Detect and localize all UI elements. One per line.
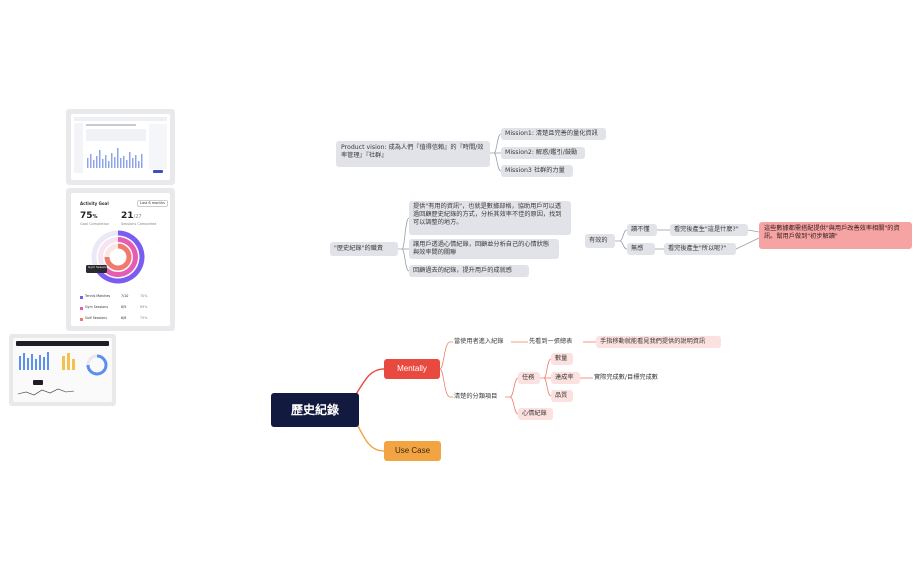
row-pct: 75% bbox=[140, 316, 148, 320]
mentally-node[interactable]: Mentally bbox=[384, 359, 440, 379]
dashboard-card bbox=[71, 114, 170, 180]
dark-dashboard-card bbox=[13, 338, 112, 402]
row-pct: 89% bbox=[140, 305, 148, 309]
ring-tennis bbox=[95, 230, 145, 284]
row-name: Gym Sessions bbox=[85, 305, 109, 309]
ring-gym bbox=[100, 237, 138, 277]
sessions-label: Sessions Completed bbox=[121, 222, 157, 226]
row-name: Golf Sessions bbox=[85, 316, 107, 320]
activity-title: Activity Goal bbox=[80, 201, 109, 206]
duty-node[interactable]: "歷史紀錄"的職責 bbox=[330, 242, 398, 256]
legend-swatch bbox=[80, 306, 83, 310]
yellow-bar-chart bbox=[62, 353, 75, 370]
row-count: 7/10 bbox=[121, 294, 129, 298]
tooltip-label: Gym Sessions bbox=[88, 265, 109, 269]
quality-node[interactable]: 品質 bbox=[551, 390, 573, 402]
line-chart bbox=[18, 388, 75, 396]
goal-pct-value: 75 bbox=[80, 211, 93, 221]
activity-goal-thumbnail[interactable]: Activity Goal Last 6 months 75% Goal Com… bbox=[66, 188, 175, 331]
dashboard-topbar bbox=[74, 117, 167, 121]
no-feeling-node[interactable]: 無感 bbox=[627, 243, 655, 255]
branch-enter-record[interactable]: 當使用者進入紀錄 bbox=[453, 338, 505, 346]
cannot-read-node[interactable]: 讀不懂 bbox=[627, 224, 657, 236]
donut-chart bbox=[86, 354, 108, 376]
dashboard-stats bbox=[86, 129, 146, 141]
legend-swatch bbox=[80, 317, 83, 321]
row-count: 8/9 bbox=[121, 305, 127, 309]
goal-pct-unit: % bbox=[92, 214, 98, 220]
row-pct: 70% bbox=[140, 294, 148, 298]
branch-summary-table[interactable]: 先看到一張總表 bbox=[528, 338, 574, 346]
row-count: 6/8 bbox=[121, 316, 127, 320]
product-vision-node[interactable]: Product vision: 成為人們『值得信賴』的『時間/效率管理』『社群』 bbox=[336, 141, 490, 167]
dark-dashboard-thumbnail[interactable] bbox=[9, 334, 116, 406]
activity-row: Tennis Matches 7/10 70% bbox=[80, 294, 161, 302]
use-case-node[interactable]: Use Case bbox=[384, 441, 441, 461]
dashboard-thumbnail[interactable] bbox=[66, 109, 175, 185]
duty-item-achievement[interactable]: 回顧過去的紀錄，提升用戶的成就感 bbox=[409, 265, 529, 277]
goal-pct-label: Goal Completion bbox=[80, 222, 110, 226]
duty-item-useful-info[interactable]: 提供"有用的資訊"，也就是數據部格，協助用戶可以透過回顧歷史紀錄的方式，分析其效… bbox=[409, 201, 571, 235]
cannot-read-question[interactable]: 看完後產生"這是什麼?" bbox=[670, 224, 748, 236]
dashboard-heading bbox=[86, 124, 136, 126]
radial-progress-chart bbox=[91, 230, 145, 284]
mission1-node[interactable]: Mission1: 清楚且完善的量化資訊 bbox=[501, 128, 606, 140]
dashboard-bar-chart bbox=[87, 148, 143, 168]
dashboard-side-panel bbox=[149, 124, 167, 169]
dark-topbar bbox=[16, 341, 109, 346]
effective-node[interactable]: 有效的 bbox=[585, 234, 615, 248]
row-name: Tennis Matches bbox=[85, 294, 111, 298]
branch-clear-categories[interactable]: 清楚的分類項目 bbox=[453, 393, 499, 401]
completion-rate-node[interactable]: 達成率 bbox=[551, 372, 580, 384]
task-node[interactable]: 任務 bbox=[518, 372, 540, 384]
branch-finger-move-info[interactable]: 手指移動就能看見我們提供的說明資訊 bbox=[596, 336, 721, 348]
activity-row: Golf Sessions 6/8 75% bbox=[80, 316, 161, 324]
sessions-total: /27 bbox=[133, 214, 142, 220]
dashboard-sidebar bbox=[74, 123, 83, 173]
quantity-node[interactable]: 數量 bbox=[551, 353, 573, 365]
ring-golf bbox=[104, 243, 132, 271]
dashboard-button bbox=[153, 170, 163, 173]
mission3-node[interactable]: Mission3 社群的力量 bbox=[501, 165, 573, 177]
root-node[interactable]: 歷史紀錄 bbox=[271, 393, 359, 427]
chart-tooltip: Gym Sessions bbox=[86, 265, 109, 273]
mood-record-node[interactable]: 心情紀錄 bbox=[518, 408, 553, 420]
dark-tooltip bbox=[33, 380, 43, 385]
no-feeling-question[interactable]: 看完後產生"所以呢?" bbox=[664, 243, 736, 255]
activity-row: Gym Sessions 8/9 89% bbox=[80, 305, 161, 313]
mission2-node[interactable]: Mission2: 解惑/鑑引/鼓勵 bbox=[501, 147, 585, 159]
dark-bar-chart bbox=[19, 352, 49, 370]
period-select: Last 6 months bbox=[137, 200, 168, 207]
data-interpretation-note[interactable]: 這些數據都需搭配提供"與用戶改善效率相關"的資訊。幫用戶做到"初步解讀" bbox=[759, 222, 912, 249]
goal-pct: 75% bbox=[80, 211, 98, 222]
legend-swatch bbox=[80, 295, 83, 299]
sessions-count: 21/27 bbox=[121, 211, 142, 222]
completion-rate-formula[interactable]: 實際完成數/目標完成數 bbox=[593, 374, 659, 382]
activity-goal-card: Activity Goal Last 6 months 75% Goal Com… bbox=[71, 193, 170, 326]
sessions-value: 21 bbox=[121, 211, 134, 221]
duty-item-mood-review[interactable]: 讓用戶透過心情紀錄，回顧並分析自己的心情狀態與效率間的關聯 bbox=[409, 239, 559, 259]
